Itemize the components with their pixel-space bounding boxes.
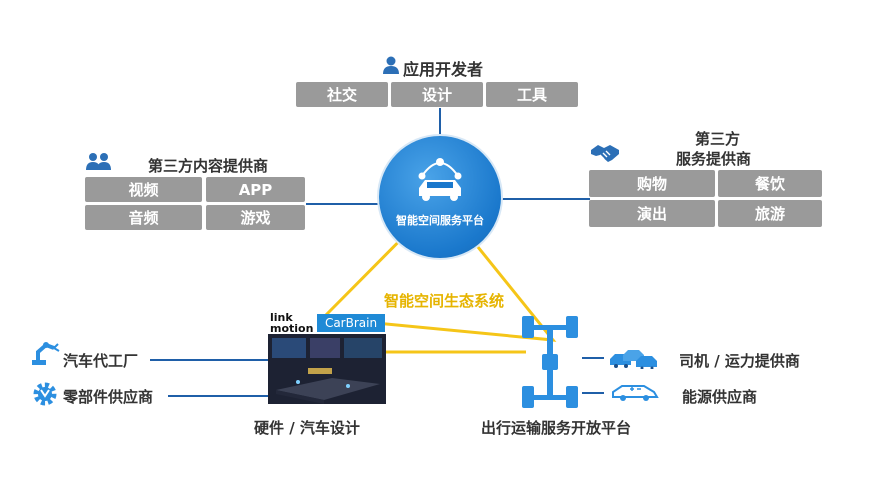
connected-car-icon (418, 158, 462, 201)
developer-item-design: 设计 (391, 82, 483, 107)
service-item-shopping: 购物 (589, 170, 715, 197)
developer-title: 应用开发者 (403, 60, 484, 79)
energy-supplier-label: 能源供应商 (682, 388, 758, 406)
ecosystem-triangle (319, 197, 557, 342)
service-item-travel: 旅游 (718, 200, 822, 227)
handshake-icon (591, 145, 619, 162)
service-provider-title-line1: 第三方 (695, 130, 741, 148)
hub-label: 智能空间服务平台 (396, 214, 484, 227)
group-icon (86, 153, 111, 170)
ecosystem-label: 智能空间生态系统 (384, 292, 505, 310)
parts-supplier-label: 零部件供应商 (63, 388, 154, 406)
service-platform-hub (379, 136, 501, 258)
brand-motion-text: motion (270, 322, 314, 335)
content-item-games: 游戏 (206, 205, 305, 230)
developer-item-tools: 工具 (486, 82, 578, 107)
chassis-icon (522, 316, 578, 408)
brand-link-text: link (270, 311, 293, 324)
carbrain-hardware-image (268, 334, 386, 404)
content-item-audio: 音频 (85, 205, 202, 230)
service-item-shows: 演出 (589, 200, 715, 227)
driver-provider-label: 司机 / 运力提供商 (679, 352, 800, 370)
service-provider-title-line2: 服务提供商 (676, 150, 752, 168)
content-item-video: 视频 (85, 177, 202, 202)
oem-factory-label: 汽车代工厂 (63, 352, 139, 370)
content-item-app: APP (206, 177, 305, 202)
fleet-cars-icon (610, 350, 657, 369)
robot-arm-icon (32, 342, 60, 365)
user-icon (383, 56, 399, 74)
brand-carbrain-text: CarBrain (317, 314, 385, 332)
electric-car-icon (612, 385, 659, 401)
gear-icon (33, 382, 57, 406)
developer-item-social: 社交 (296, 82, 388, 107)
content-provider-title: 第三方内容提供商 (148, 157, 269, 175)
mobility-platform-label: 出行运输服务开放平台 (481, 419, 632, 437)
service-item-dining: 餐饮 (718, 170, 822, 197)
hardware-label: 硬件 / 汽车设计 (254, 419, 360, 437)
